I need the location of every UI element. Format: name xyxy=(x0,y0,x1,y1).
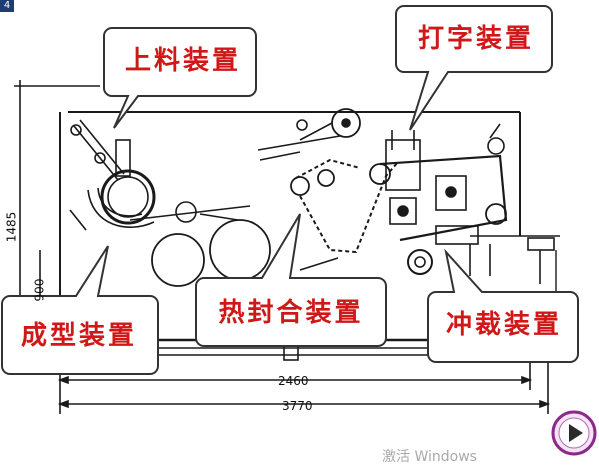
dimension-900: 900 xyxy=(32,278,47,302)
label-forming-device: 成型装置 xyxy=(20,321,137,351)
play-triangle-icon xyxy=(551,410,597,456)
activation-watermark: 激活 Windows xyxy=(382,449,477,465)
label-heat-sealing-device: 热封合装置 xyxy=(218,298,364,328)
dimension-3770: 3770 xyxy=(282,399,313,413)
callout-punch-shape xyxy=(427,248,579,363)
callout-form-shape xyxy=(1,245,159,375)
callout-feed-shape xyxy=(103,27,257,129)
callout-heat-shape xyxy=(195,213,387,347)
callout-print-shape xyxy=(395,5,553,131)
label-feeding-device: 上料装置 xyxy=(124,46,241,76)
next-slide-button[interactable] xyxy=(551,410,597,456)
dimension-2460: 2460 xyxy=(278,374,309,388)
label-punching-device: 冲裁装置 xyxy=(445,310,562,340)
label-printing-device: 打字装置 xyxy=(417,24,534,54)
page-number: 4 xyxy=(0,0,14,12)
dimension-1485: 1485 xyxy=(4,211,19,243)
